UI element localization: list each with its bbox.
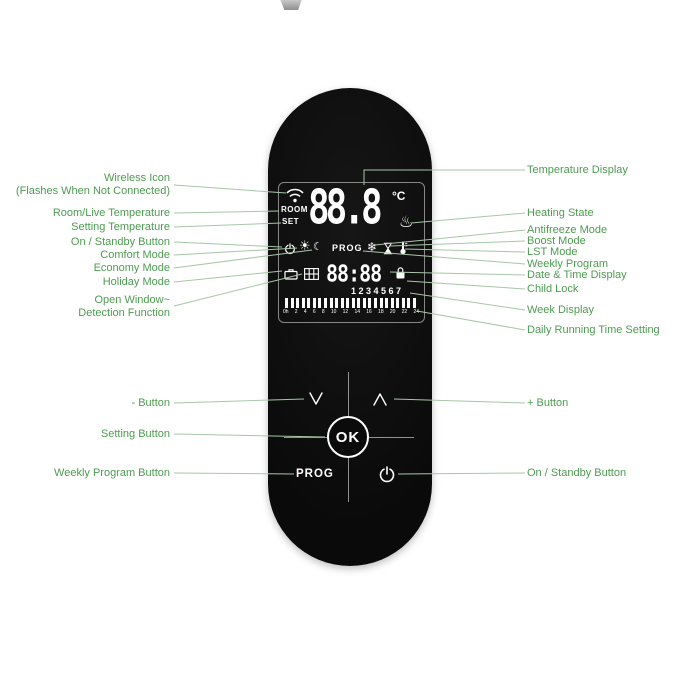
label-date-time-display: Date & Time Display	[527, 269, 627, 281]
timeline-tick: 18	[378, 309, 384, 315]
timeline-tick: 6	[312, 309, 316, 315]
label-temperature-display: Temperature Display	[527, 164, 628, 176]
timeline-tick: 8	[321, 309, 325, 315]
plus-button[interactable]	[370, 390, 390, 413]
label-open-window: Open Window~ Detection Function	[78, 294, 170, 320]
timeline-bar	[307, 298, 311, 308]
label-wireless-icon: Wireless Icon (Flashes When Not Connecte…	[16, 172, 170, 198]
timeline-bar	[368, 298, 372, 308]
label-weekly-program: Weekly Program	[527, 258, 609, 270]
timeline-bar	[346, 298, 350, 308]
wifi-icon	[285, 188, 305, 208]
label-child-lock: Child Lock	[527, 283, 579, 295]
label-on-standby-indicator: On / Standby Button	[70, 236, 170, 248]
timeline-bar	[362, 298, 366, 308]
label-room-live-temperature: Room/Live Temperature	[52, 207, 170, 219]
timeline-bar	[312, 298, 316, 308]
label-setting-temperature: Setting Temperature	[71, 221, 170, 233]
timeline-bar	[340, 298, 344, 308]
leader-line	[173, 222, 282, 228]
temperature-display: 88.8	[308, 182, 383, 236]
timeline-bars	[285, 298, 416, 308]
wall-mount-tab	[280, 0, 302, 10]
prog-indicator: PROG	[332, 243, 363, 253]
leader-line	[173, 270, 283, 283]
label-heating-state: Heating State	[527, 207, 594, 219]
timeline-bar	[301, 298, 305, 308]
child-lock-icon	[395, 266, 406, 285]
label-line: Wireless Icon	[103, 172, 170, 184]
timeline-tick: 0h	[283, 309, 289, 315]
label-economy-mode: Economy Mode	[93, 262, 170, 274]
set-indicator: SET	[282, 217, 300, 226]
lst-mode-icon	[398, 241, 408, 260]
timeline-bar	[401, 298, 405, 308]
label-line: Open Window~	[94, 294, 170, 306]
holiday-mode-icon	[284, 267, 298, 285]
timeline-bar	[351, 298, 355, 308]
timeline-tick: 10	[330, 309, 337, 315]
date-time-display: 88:88	[326, 259, 382, 288]
label-line: Detection Function	[78, 307, 170, 319]
timeline-tick: 16	[366, 309, 372, 315]
room-indicator: ROOM	[281, 205, 308, 214]
temperature-unit: °C	[392, 189, 406, 203]
standby-indicator-icon	[284, 242, 296, 260]
label-minus-button: - Button	[131, 397, 170, 409]
week-display: 1234567	[351, 286, 404, 296]
weekly-program-button[interactable]: PROG	[296, 468, 334, 480]
open-window-icon	[304, 267, 319, 285]
label-on-standby-button: On / Standby Button	[527, 467, 627, 479]
comfort-mode-icon: ☀	[299, 239, 311, 254]
label-antifreeze-mode: Antifreeze Mode	[527, 224, 608, 236]
leader-line	[416, 310, 526, 331]
leader-line	[173, 210, 280, 214]
timeline-bar	[323, 298, 327, 308]
timeline-bar	[290, 298, 294, 308]
timeline-bar	[396, 298, 400, 308]
timeline-bar	[385, 298, 389, 308]
label-lst-mode: LST Mode	[527, 246, 578, 258]
timeline-bar	[374, 298, 377, 308]
timeline-bar	[390, 298, 394, 308]
timeline-bar	[318, 298, 322, 308]
timeline-tick: 20	[389, 309, 396, 315]
label-daily-running-time: Daily Running Time Setting	[527, 324, 660, 336]
timeline-tick: 22	[401, 309, 408, 315]
timeline-bar	[379, 298, 383, 308]
timeline-bar	[296, 298, 300, 308]
timeline-tick: 2	[294, 309, 298, 315]
timeline-tick: 14	[354, 309, 361, 315]
heating-state-icon: ♨	[399, 212, 414, 231]
timeline-bar	[335, 298, 339, 308]
timeline-tick: 24	[413, 309, 419, 315]
timeline-tick: 12	[342, 309, 349, 315]
timeline-tick: 4	[303, 309, 307, 315]
minus-button[interactable]	[306, 390, 326, 413]
label-comfort-mode: Comfort Mode	[100, 249, 170, 261]
label-line: (Flashes When Not Connected)	[15, 185, 170, 197]
label-setting-button: Setting Button	[100, 428, 170, 440]
label-holiday-mode: Holiday Mode	[102, 276, 170, 288]
standby-button[interactable]	[378, 465, 396, 488]
timeline-bar	[407, 298, 411, 308]
label-plus-button: + Button	[527, 397, 569, 409]
label-boost-mode: Boost Mode	[527, 235, 586, 247]
label-week-display: Week Display	[527, 304, 595, 316]
timeline-bar	[329, 298, 333, 308]
ok-button[interactable]: OK	[327, 416, 369, 458]
thermostat-device: ROOM SET 88.8 °C ♨ ☀ ☾ PROG ❄	[268, 88, 432, 566]
timeline-bar	[357, 298, 361, 308]
timeline-bar	[285, 298, 288, 308]
economy-mode-icon: ☾	[313, 240, 323, 253]
timeline-bar	[412, 298, 416, 308]
leader-line	[173, 241, 283, 248]
lcd-display: ROOM SET 88.8 °C ♨ ☀ ☾ PROG ❄	[278, 182, 425, 323]
boost-mode-icon	[383, 242, 393, 260]
label-weekly-program-button: Weekly Program Button	[54, 467, 170, 479]
antifreeze-mode-icon: ❄	[367, 240, 378, 254]
